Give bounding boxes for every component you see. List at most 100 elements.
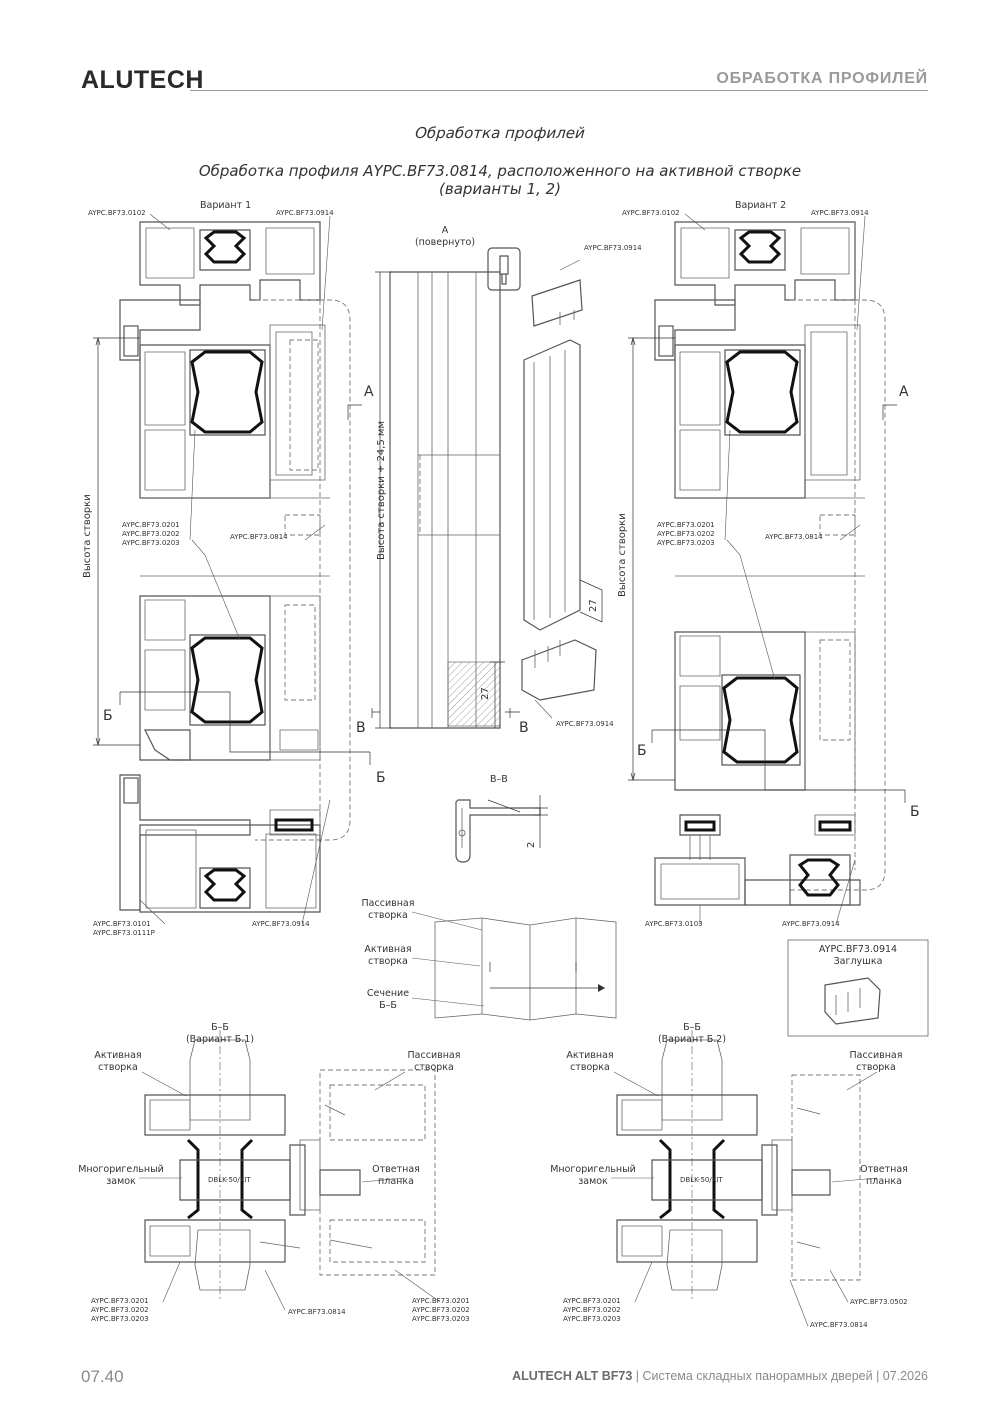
v1-height-label: Высота створки (82, 494, 93, 578)
b1-label-left-0202: AYPC.BF73.0202 (91, 1306, 149, 1314)
b1-label-right-0203: AYPC.BF73.0203 (412, 1315, 470, 1323)
footer-product: ALUTECH ALT BF73 (512, 1369, 633, 1383)
b2-passive-line2: створка (856, 1062, 896, 1073)
b1-lock-line1: Многоригельный (78, 1164, 164, 1175)
section-vv (455, 795, 548, 863)
b2-label-0814: AYPC.BF73.0814 (810, 1321, 868, 1329)
v2-label-0814: AYPC.BF73.0814 (765, 533, 823, 541)
page-number: 07.40 (81, 1367, 124, 1386)
v1-label-0102: AYPC.BF73.0102 (88, 209, 146, 217)
b2-lock-line1: Многоригельный (550, 1164, 636, 1175)
plug-box-caption: AYPC.BF73.0914 Заглушка (788, 944, 928, 968)
view-a-label: A (повернуто) (400, 225, 490, 249)
scheme-active-label: Активная створка (358, 944, 418, 968)
b2-passive-line1: Пассивная (849, 1050, 903, 1061)
b1-label-right-0201: AYPC.BF73.0201 (412, 1297, 470, 1305)
scheme-passive-line1: Пассивная (361, 898, 415, 909)
v2-labels-sash: AYPC.BF73.0201 AYPC.BF73.0202 AYPC.BF73.… (657, 521, 715, 548)
b1-active-label: Активная створка (88, 1050, 148, 1074)
b2-active-label: Активная створка (560, 1050, 620, 1074)
b1-lock-code: DBLK-50/KIT (208, 1176, 251, 1184)
footer-description: | Система складных панорамных дверей | 0… (632, 1369, 928, 1383)
b2-label-0502: AYPC.BF73.0502 (850, 1298, 908, 1306)
v2-label-0914-bottom: AYPC.BF73.0914 (782, 920, 840, 928)
v2-label-0202: AYPC.BF73.0202 (657, 530, 715, 538)
b2-lock-line2: замок (578, 1176, 608, 1187)
footer-info: ALUTECH ALT BF73 | Система складных пано… (512, 1369, 928, 1383)
v1-marker-b-left: Б (103, 708, 113, 724)
b2-label-left-0201: AYPC.BF73.0201 (563, 1297, 621, 1305)
plug-box-name: Заглушка (833, 956, 883, 967)
variant-2-drawing (628, 213, 906, 925)
b1-label-0814: AYPC.BF73.0814 (288, 1308, 346, 1316)
v2-marker-b-left: Б (637, 743, 647, 759)
center-dim-27: 27 (480, 687, 491, 700)
b1-label-left-0203: AYPC.BF73.0203 (91, 1315, 149, 1323)
v1-label-0101: AYPC.BF73.0101 (93, 920, 151, 928)
header-rule (190, 90, 928, 91)
v1-label-0202: AYPC.BF73.0202 (122, 530, 180, 538)
b1-labels-left: AYPC.BF73.0201 AYPC.BF73.0202 AYPC.BF73.… (91, 1297, 149, 1324)
b2-lock-label: Многоригельный замок (548, 1164, 638, 1188)
variant-1-title: Вариант 1 (200, 200, 252, 211)
b2-strike-line2: планка (866, 1176, 902, 1187)
b2-active-line1: Активная (566, 1050, 614, 1061)
scheme-active-line2: створка (368, 956, 408, 967)
iso-label-0914-bottom: AYPC.BF73.0914 (556, 720, 614, 728)
scheme-section-line1: Сечение (366, 988, 410, 999)
view-a-sub: (повернуто) (414, 237, 476, 248)
section-title: ОБРАБОТКА ПРОФИЛЕЙ (716, 70, 928, 87)
b1-label-right-0202: AYPC.BF73.0202 (412, 1306, 470, 1314)
center-height-label: Высота створки + 24,5 мм (376, 421, 387, 560)
center-isometric (521, 259, 603, 719)
section-vv-dim-2: 2 (526, 841, 537, 848)
b2-strike-label: Ответная планка (852, 1164, 916, 1188)
section-b1-title: Б–Б (Вариант Б.1) (180, 1022, 260, 1046)
scheme-active-line1: Активная (364, 944, 412, 955)
v1-label-0814: AYPC.BF73.0814 (230, 533, 288, 541)
b1-label-left-0201: AYPC.BF73.0201 (91, 1297, 149, 1305)
b1-passive-line1: Пассивная (407, 1050, 461, 1061)
variant-1-drawing (93, 213, 371, 925)
b2-label-left-0203: AYPC.BF73.0203 (563, 1315, 621, 1323)
b1-passive-line2: створка (414, 1062, 454, 1073)
v1-label-0201: AYPC.BF73.0201 (122, 521, 180, 529)
brand-logo: ALUTECH (81, 66, 204, 94)
v1-label-0203: AYPC.BF73.0203 (122, 539, 180, 547)
view-a-letter: A (441, 225, 449, 236)
section-b2-title: Б–Б (Вариант Б.2) (652, 1022, 732, 1046)
b2-label-left-0202: AYPC.BF73.0202 (563, 1306, 621, 1314)
b1-strike-label: Ответная планка (364, 1164, 428, 1188)
center-elevation (371, 247, 521, 729)
plug-box (787, 939, 929, 1037)
b1-lock-label: Многоригельный замок (76, 1164, 166, 1188)
b1-active-line2: створка (98, 1062, 138, 1073)
plug-box-code: AYPC.BF73.0914 (818, 944, 898, 955)
v2-label-0201: AYPC.BF73.0201 (657, 521, 715, 529)
b2-lock-code: DBLK-50/KIT (680, 1176, 723, 1184)
scheme-section-label: Сечение Б–Б (358, 988, 418, 1012)
b2-strike-line1: Ответная (860, 1164, 908, 1175)
b2-labels-left: AYPC.BF73.0201 AYPC.BF73.0202 AYPC.BF73.… (563, 1297, 621, 1324)
scheme-passive-label: Пассивная створка (358, 898, 418, 922)
subtitle-line-1: Обработка профиля AYPC.BF73.0814, распол… (198, 162, 802, 180)
section-b1-sub: (Вариант Б.1) (185, 1034, 255, 1045)
v2-label-0102: AYPC.BF73.0102 (622, 209, 680, 217)
folding-scheme (411, 911, 617, 1021)
section-b1-name: Б–Б (211, 1022, 229, 1033)
section-vv-title: B–B (490, 774, 508, 785)
variant-2-title: Вариант 2 (735, 200, 787, 211)
center-marker-v-left: B (356, 720, 366, 736)
v1-label-0914-top: AYPC.BF73.0914 (276, 209, 334, 217)
v2-label-0103: AYPC.BF73.0103 (645, 920, 703, 928)
section-b2-name: Б–Б (683, 1022, 701, 1033)
b1-labels-right: AYPC.BF73.0201 AYPC.BF73.0202 AYPC.BF73.… (412, 1297, 470, 1324)
section-b2-drawing (611, 1030, 878, 1327)
v2-marker-a: A (899, 384, 909, 400)
section-b2-sub: (Вариант Б.2) (657, 1034, 727, 1045)
b1-strike-line1: Ответная (372, 1164, 420, 1175)
v1-marker-a: A (364, 384, 374, 400)
b1-active-line1: Активная (94, 1050, 142, 1061)
v2-height-label: Высота створки (617, 513, 628, 597)
